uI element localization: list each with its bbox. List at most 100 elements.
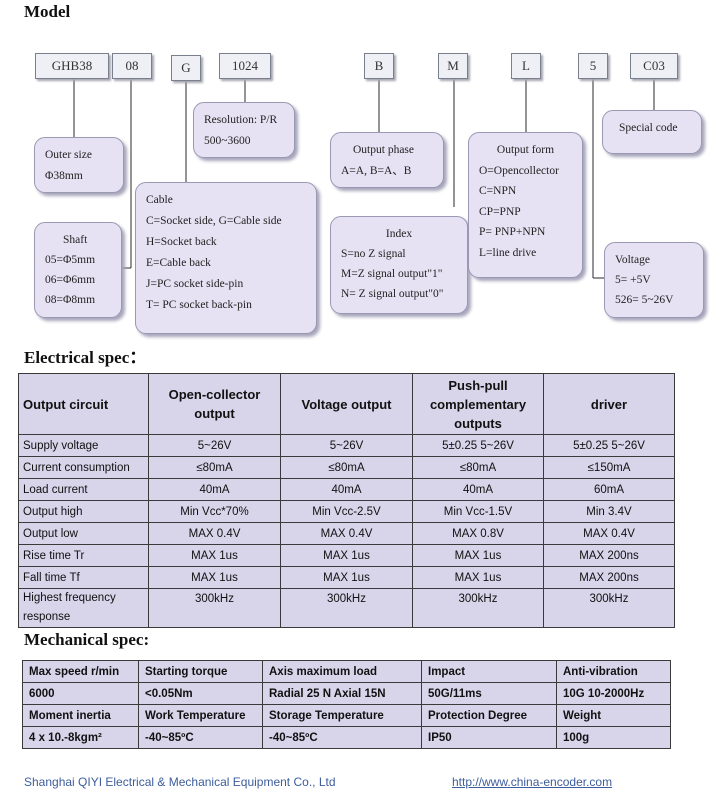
table-cell: 40mA [280, 478, 413, 501]
table-cell: Moment inertia [22, 704, 139, 727]
outer-size-value: Φ38mm [45, 170, 83, 182]
index-option-n: N= Z signal output"0" [341, 288, 444, 300]
electrical-heading: Electrical spec： [24, 348, 147, 367]
company-name: Shanghai QIYI Electrical & Mechanical Eq… [24, 775, 336, 789]
electrical-header-cell: driver [543, 373, 675, 435]
electrical-spec-table: Output circuit Open-collector output Vol… [18, 373, 675, 628]
table-cell: 300kHz [280, 588, 413, 628]
resolution-title: Resolution: P/R [204, 114, 278, 126]
table-cell: 40mA [412, 478, 544, 501]
table-cell: 50G/11ms [421, 682, 557, 705]
electrical-header-cell: Open-collector output [148, 373, 281, 435]
table-cell: MAX 0.4V [543, 522, 675, 545]
mechanical-spec-table: Max speed r/min Starting torque Axis max… [22, 660, 671, 749]
table-cell: Weight [556, 704, 671, 727]
output-form-note: Output form O=Opencollector C=NPN CP=PNP… [468, 132, 583, 278]
table-row: Output low MAX 0.4V MAX 0.4V MAX 0.8V MA… [18, 522, 675, 545]
shaft-note: Shaft 05=Φ5mm 06=Φ6mm 08=Φ8mm [34, 222, 122, 318]
index-note: Index S=no Z signal M=Z signal output"1"… [330, 216, 468, 314]
table-cell: -40~85ºC [262, 726, 422, 749]
code-output-phase: B [364, 53, 394, 79]
table-cell: Work Temperature [138, 704, 263, 727]
table-cell: 6000 [22, 682, 139, 705]
electrical-header-cell: Push-pull complementary outputs [412, 373, 544, 435]
table-cell: MAX 1us [280, 566, 413, 589]
resolution-note: Resolution: P/R 500~3600 [193, 102, 295, 158]
table-cell: 5~26V [148, 434, 281, 457]
website-link[interactable]: http://www.china-encoder.com [452, 775, 613, 789]
row-label: Supply voltage [18, 434, 149, 457]
row-label: Current consumption [18, 456, 149, 479]
table-cell: 100g [556, 726, 671, 749]
table-cell: Protection Degree [421, 704, 557, 727]
output-form-option-p: P= PNP+NPN [479, 226, 546, 238]
table-cell: 5±0.25 5~26V [543, 434, 675, 457]
cable-option-t: T= PC socket back-pin [146, 299, 252, 311]
resolution-range: 500~3600 [204, 135, 251, 147]
table-cell: MAX 0.4V [280, 522, 413, 545]
code-shaft: 08 [112, 53, 152, 79]
row-label: Output low [18, 522, 149, 545]
table-cell: Max speed r/min [22, 660, 139, 683]
special-code-title: Special code [619, 122, 678, 134]
table-row: Moment inertia Work Temperature Storage … [22, 704, 671, 727]
output-form-option-l: L=line drive [479, 246, 537, 259]
cable-option-c-g: C=Socket side, G=Cable side [146, 215, 282, 227]
row-label: Fall time Tf [18, 566, 149, 589]
table-cell: IP50 [421, 726, 557, 749]
table-cell: 60mA [543, 478, 675, 501]
output-form-option-o: O=Opencollector [479, 164, 559, 177]
index-title: Index [385, 228, 413, 240]
table-cell: -40~85ºC [138, 726, 263, 749]
table-cell: MAX 1us [412, 566, 544, 589]
table-cell: 300kHz [412, 588, 544, 628]
table-cell: MAX 1us [148, 544, 281, 567]
table-row: Output high Min Vcc*70% Min Vcc-2.5V Min… [18, 500, 675, 523]
cable-option-j: J=PC socket side-pin [146, 278, 244, 290]
table-cell: Radial 25 N Axial 15N [262, 682, 422, 705]
table-cell: Min Vcc*70% [148, 500, 281, 523]
table-cell: MAX 200ns [543, 566, 675, 589]
row-label: Rise time Tr [18, 544, 149, 567]
table-row: 4 x 10.-8kgm² -40~85ºC -40~85ºC IP50 100… [22, 726, 671, 749]
outer-size-note: Outer size Φ38mm [34, 137, 124, 193]
output-form-option-c: C=NPN [479, 185, 517, 197]
row-label: Highest frequency response [18, 588, 149, 628]
outer-size-title: Outer size [45, 149, 92, 161]
table-cell: Min Vcc-2.5V [280, 500, 413, 523]
table-cell: 300kHz [543, 588, 675, 628]
table-cell: <0.05Nm [138, 682, 263, 705]
voltage-option-5: 5= +5V [615, 274, 651, 286]
table-cell: ≤150mA [543, 456, 675, 479]
output-form-title: Output form [496, 144, 555, 156]
code-cable: G [171, 55, 201, 81]
shaft-option-6: 06=Φ6mm [45, 274, 96, 286]
table-cell: Starting torque [138, 660, 263, 683]
table-row: Fall time Tf MAX 1us MAX 1us MAX 1us MAX… [18, 566, 675, 589]
table-row: Rise time Tr MAX 1us MAX 1us MAX 1us MAX… [18, 544, 675, 567]
table-row: Highest frequency response 300kHz 300kHz… [18, 588, 675, 628]
table-row: Supply voltage 5~26V 5~26V 5±0.25 5~26V … [18, 434, 675, 457]
cable-note: Cable C=Socket side, G=Cable side H=Sock… [135, 182, 317, 334]
cable-option-h: H=Socket back [146, 236, 217, 248]
cable-option-e: E=Cable back [146, 257, 211, 269]
table-cell: 300kHz [148, 588, 281, 628]
table-cell: ≤80mA [280, 456, 413, 479]
output-phase-options: A=A, B=A、B [341, 165, 412, 177]
electrical-header-cell: Voltage output [280, 373, 413, 435]
code-special: C03 [630, 53, 678, 79]
table-cell: MAX 1us [148, 566, 281, 589]
table-cell: MAX 200ns [543, 544, 675, 567]
table-cell: Min Vcc-1.5V [412, 500, 544, 523]
table-cell: MAX 1us [412, 544, 544, 567]
shaft-option-8: 08=Φ8mm [45, 294, 96, 306]
table-cell: 5~26V [280, 434, 413, 457]
table-cell: 10G 10-2000Hz [556, 682, 671, 705]
code-output-form: L [511, 53, 541, 79]
output-phase-title: Output phase [353, 144, 415, 156]
code-resolution: 1024 [219, 53, 271, 79]
table-cell: Min 3.4V [543, 500, 675, 523]
voltage-title: Voltage [615, 254, 650, 266]
table-cell: Storage Temperature [262, 704, 422, 727]
table-cell: MAX 1us [280, 544, 413, 567]
